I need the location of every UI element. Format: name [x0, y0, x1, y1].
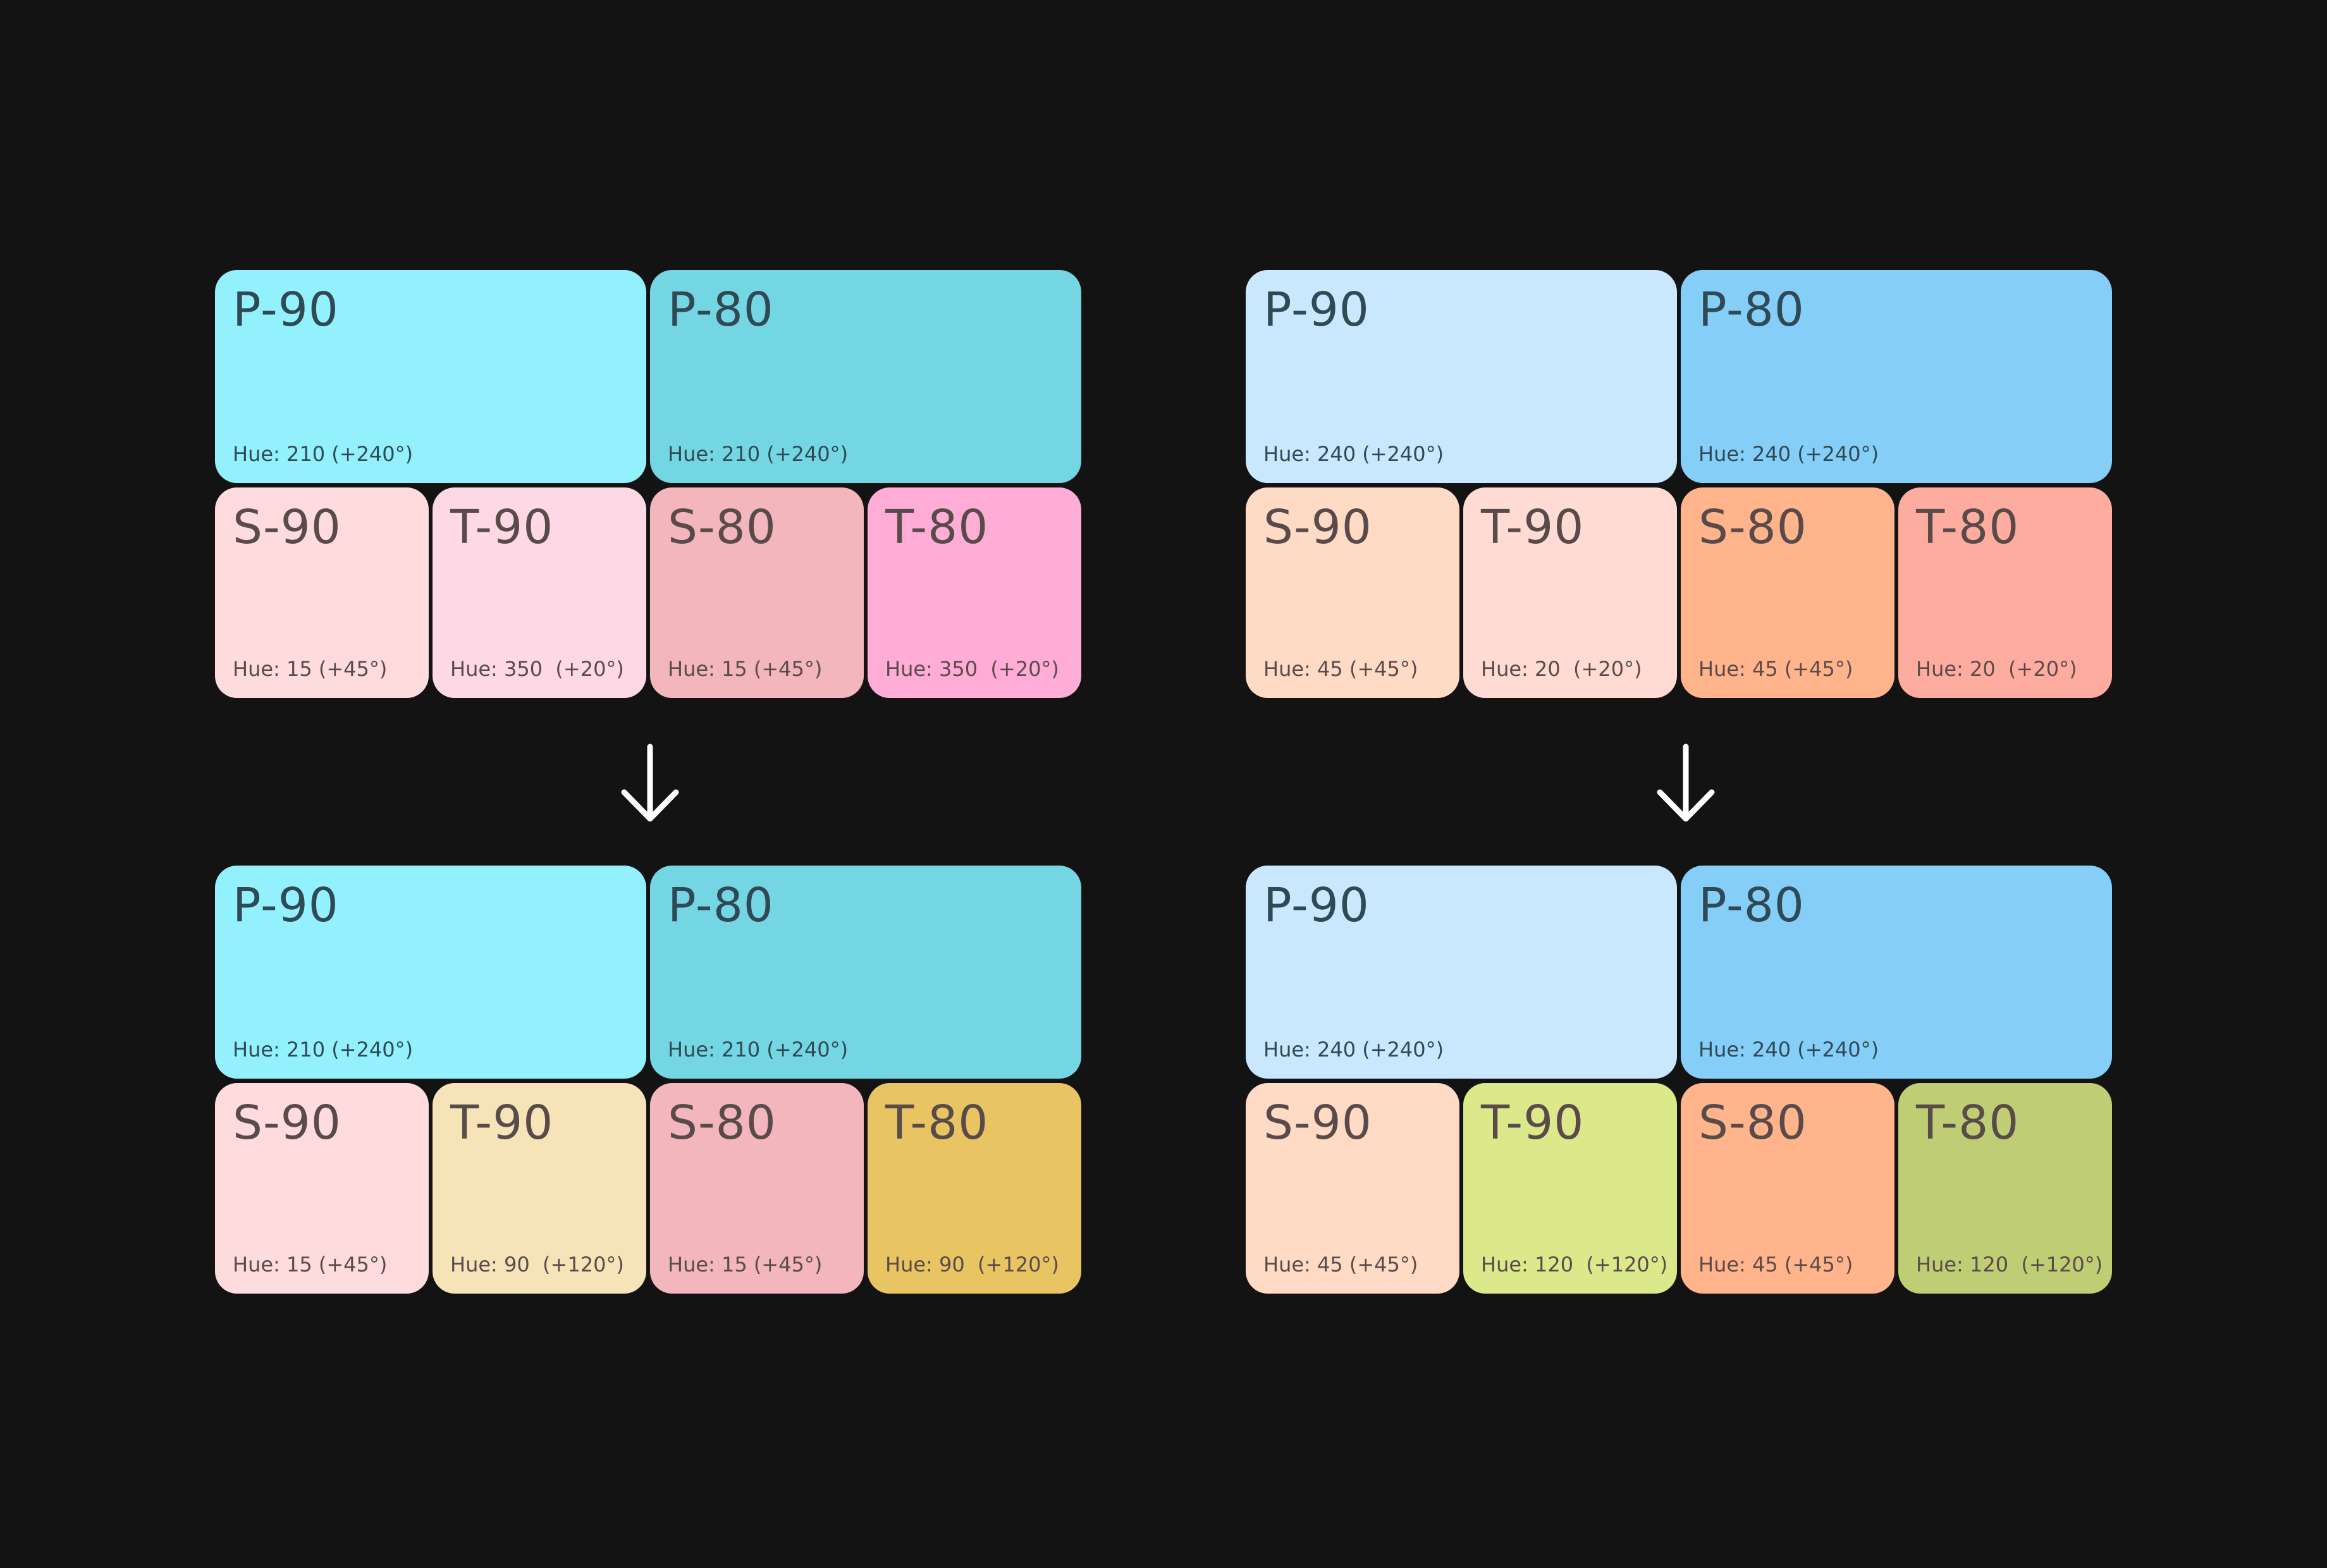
swatch-hue: Hue: 350 (+20°)	[450, 657, 624, 681]
swatch-name: T-90	[1481, 500, 1585, 554]
swatch-hue: Hue: 240 (+240°)	[1263, 1038, 1444, 1062]
swatch-hue: Hue: 240 (+240°)	[1263, 442, 1444, 466]
swatch-name: S-90	[1263, 1096, 1372, 1150]
swatch-name: P-90	[1263, 878, 1370, 933]
swatch-hue: Hue: 210 (+240°)	[233, 1038, 414, 1062]
swatch-name: T-80	[1916, 500, 2020, 554]
swatch-name: P-80	[1698, 283, 1805, 337]
arrow-down-icon	[618, 743, 682, 825]
swatch-name: T-80	[885, 500, 989, 554]
swatch-hue: Hue: 15 (+45°)	[233, 657, 388, 681]
swatch-name: S-90	[233, 500, 341, 554]
swatch-hue: Hue: 90 (+120°)	[450, 1253, 624, 1277]
swatch-hue: Hue: 45 (+45°)	[1263, 1253, 1418, 1277]
swatch-name: S-90	[233, 1096, 341, 1150]
swatch-hue: Hue: 45 (+45°)	[1698, 657, 1853, 681]
swatch-name: T-90	[450, 1096, 554, 1150]
swatch-name: P-80	[668, 878, 774, 933]
swatch-name: S-80	[668, 500, 777, 554]
swatch-hue: Hue: 210 (+240°)	[668, 442, 849, 466]
swatch-hue: Hue: 120 (+120°)	[1916, 1253, 2103, 1277]
swatch-hue: Hue: 15 (+45°)	[668, 657, 823, 681]
swatch-name: S-80	[668, 1096, 777, 1150]
swatch-hue: Hue: 20 (+20°)	[1916, 657, 2077, 681]
swatch-name: S-80	[1698, 1096, 1807, 1150]
swatch-hue: Hue: 15 (+45°)	[233, 1253, 388, 1277]
swatch-hue: Hue: 210 (+240°)	[668, 1038, 849, 1062]
swatch-name: S-90	[1263, 500, 1372, 554]
swatch-hue: Hue: 240 (+240°)	[1698, 442, 1879, 466]
swatch-hue: Hue: 240 (+240°)	[1698, 1038, 1879, 1062]
swatch-name: T-90	[1481, 1096, 1585, 1150]
swatch-name: P-80	[668, 283, 774, 337]
swatch-name: P-90	[233, 283, 339, 337]
swatch-name: T-80	[1916, 1096, 2020, 1150]
swatch-hue: Hue: 45 (+45°)	[1263, 657, 1418, 681]
swatch-hue: Hue: 20 (+20°)	[1481, 657, 1642, 681]
swatch-hue: Hue: 210 (+240°)	[233, 442, 414, 466]
swatch-name: T-90	[450, 500, 554, 554]
swatch-hue: Hue: 15 (+45°)	[668, 1253, 823, 1277]
swatch-name: T-80	[885, 1096, 989, 1150]
swatch-hue: Hue: 120 (+120°)	[1481, 1253, 1668, 1277]
swatch-name: P-90	[1263, 283, 1370, 337]
swatch-hue: Hue: 90 (+120°)	[885, 1253, 1059, 1277]
arrow-down-icon	[1654, 743, 1717, 825]
swatch-hue: Hue: 350 (+20°)	[885, 657, 1059, 681]
swatch-name: S-80	[1698, 500, 1807, 554]
swatch-name: P-80	[1698, 878, 1805, 933]
swatch-hue: Hue: 45 (+45°)	[1698, 1253, 1853, 1277]
swatch-name: P-90	[233, 878, 339, 933]
